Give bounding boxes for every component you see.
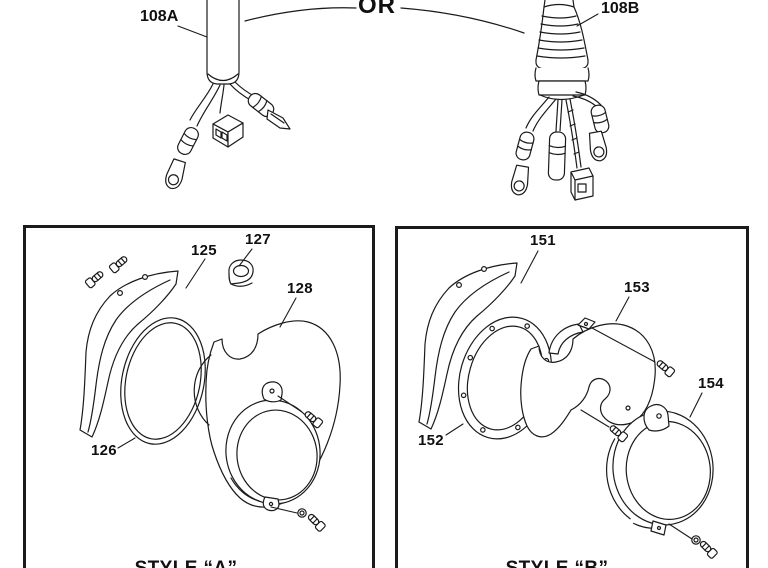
part-label-127: 127 — [245, 231, 271, 248]
screw-icon — [108, 253, 130, 275]
screw-icon — [654, 357, 676, 379]
harness-a-illustration — [162, 0, 291, 192]
leader-lines — [117, 13, 703, 540]
housing-128-drawing — [193, 320, 341, 512]
part-label-126: 126 — [91, 442, 117, 459]
part-label-153: 153 — [624, 279, 650, 296]
harness-b-connector — [570, 167, 594, 201]
part-label-154: 154 — [698, 375, 724, 392]
harness-b-illustration — [509, 0, 611, 201]
washer-icon — [297, 508, 307, 518]
gasket-126-drawing — [120, 317, 206, 445]
style-a-caption: STYLE “A” — [135, 559, 238, 568]
screw-icon — [305, 511, 327, 533]
style-b-panel-border — [395, 226, 749, 568]
part-label-128: 128 — [287, 280, 313, 297]
or-separator-label: OR — [358, 0, 396, 19]
washer-icon — [691, 535, 701, 545]
part-label-151: 151 — [530, 232, 556, 249]
harness-a-connector — [212, 114, 244, 148]
part-label-125: 125 — [191, 242, 217, 259]
end-cap-154-drawing — [606, 403, 714, 536]
part-label-108a: 108A — [140, 8, 179, 25]
or-connector-curves — [244, 7, 525, 34]
style-b-illustration — [418, 262, 719, 560]
nut-127-drawing — [228, 259, 254, 287]
screw-icon — [697, 538, 719, 560]
style-a-illustration — [79, 253, 341, 533]
screw-icon — [84, 268, 106, 290]
part-label-152: 152 — [418, 432, 444, 449]
style-b-caption: STYLE “B” — [506, 559, 609, 568]
screw-icon — [607, 422, 629, 444]
part-label-108b: 108B — [601, 0, 640, 17]
style-a-panel-border — [23, 225, 375, 568]
housing-153-drawing — [520, 317, 656, 438]
